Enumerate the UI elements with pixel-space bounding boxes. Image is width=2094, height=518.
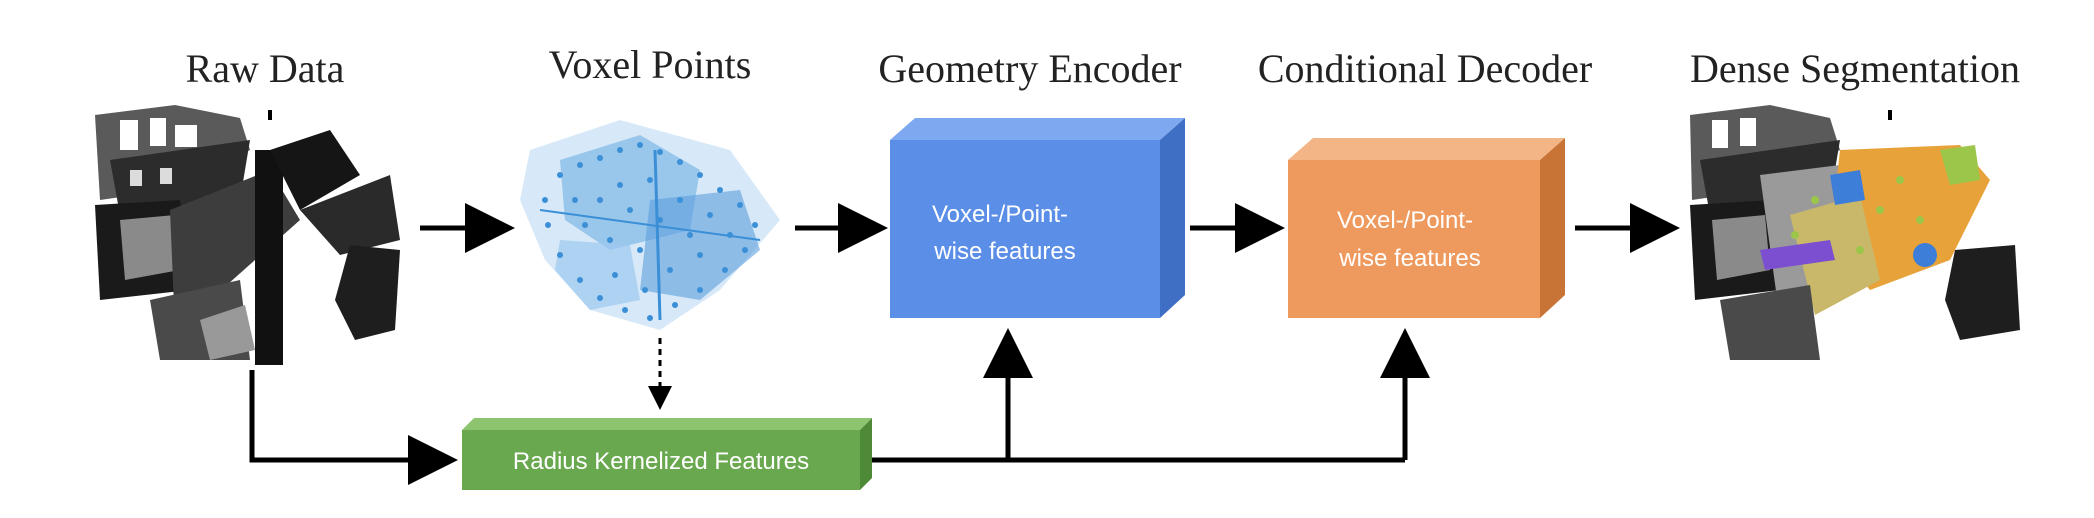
dense-segmentation-title: Dense Segmentation bbox=[1690, 46, 2020, 91]
radius-kernelized-features-bar: Radius Kernelized Features bbox=[462, 418, 872, 490]
geometry-encoder-title: Geometry Encoder bbox=[878, 46, 1181, 91]
conditional-decoder-title: Conditional Decoder bbox=[1258, 46, 1592, 91]
voxel-points-title: Voxel Points bbox=[549, 42, 752, 87]
radius-kernelized-features-label: Radius Kernelized Features bbox=[513, 448, 809, 475]
dense-segmentation-image bbox=[1685, 100, 2025, 365]
voxel-points-image bbox=[520, 120, 780, 330]
decoder-label-line1: Voxel-/Point- bbox=[1337, 207, 1473, 234]
raw-to-features-connector bbox=[249, 370, 458, 485]
raw-data-image bbox=[92, 100, 402, 365]
conditional-decoder-box: Voxel-/Point- wise features bbox=[1288, 138, 1565, 318]
decoder-label-line2: wise features bbox=[1338, 245, 1480, 272]
encoder-label-line1: Voxel-/Point- bbox=[932, 201, 1068, 228]
geometry-encoder-box: Voxel-/Point- wise features bbox=[890, 118, 1185, 318]
encoder-label-line2: wise features bbox=[933, 238, 1075, 265]
raw-data-title: Raw Data bbox=[186, 46, 345, 91]
features-to-encoder-decoder-connector bbox=[872, 328, 1430, 463]
